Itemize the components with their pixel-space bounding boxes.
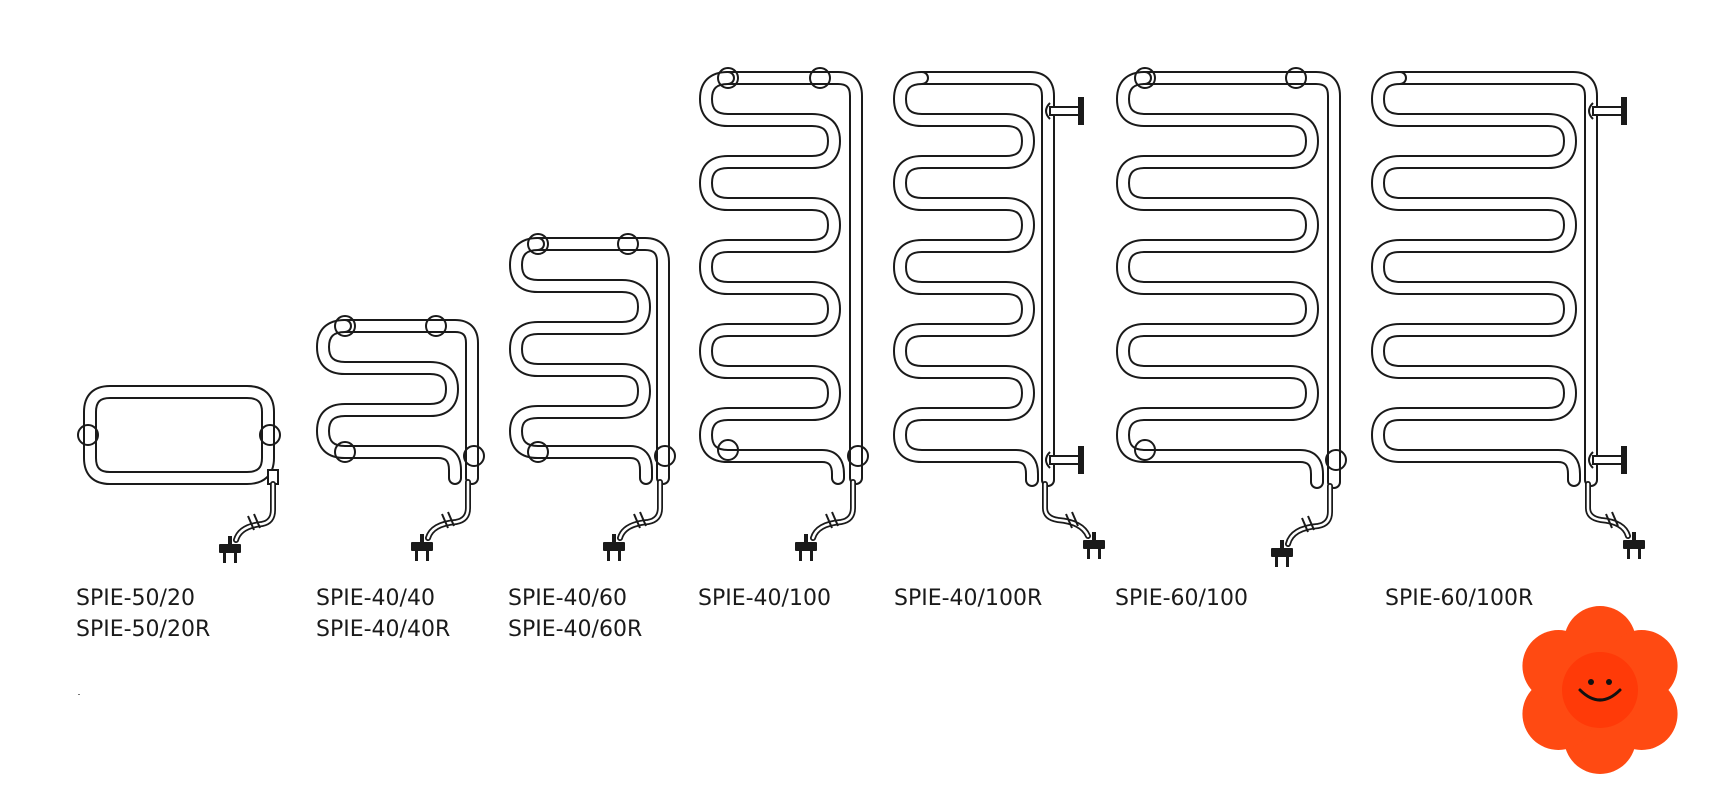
label-spie-40-100r: SPIE-40/100R: [894, 583, 1042, 614]
model-name: SPIE-50/20: [76, 586, 195, 611]
frame-tube: [83, 385, 275, 485]
serpentine-tube-inner: [1118, 73, 1322, 487]
power-cable-inner: [1586, 482, 1630, 538]
frame-tube-inner: [85, 387, 273, 483]
mount-ring: [425, 315, 447, 337]
power-cable-inner: [1043, 482, 1090, 538]
plug-icon: [219, 536, 241, 563]
wall-bracket: [1045, 97, 1084, 125]
serpentine-tube-inner: [511, 239, 651, 483]
mount-ring: [847, 445, 869, 467]
wall-bracket: [1588, 446, 1627, 474]
model-name: SPIE-40/100R: [894, 586, 1043, 611]
radiator-spie-50-20: [77, 385, 281, 563]
model-name: SPIE-50/20R: [76, 617, 211, 642]
side-riser-inner: [1395, 73, 1596, 485]
label-spie-50-20: SPIE-50/20 SPIE-50/20R: [76, 583, 210, 645]
mount-ring: [334, 441, 356, 463]
plug-icon: [795, 534, 817, 561]
label-spie-40-100: SPIE-40/100: [698, 583, 831, 614]
flower-eye-right: [1606, 679, 1612, 685]
mount-ring: [1325, 449, 1347, 471]
plug-icon: [1083, 532, 1105, 559]
serpentine-tube: [893, 71, 1039, 487]
radiator-spie-60-100: [1116, 67, 1347, 567]
mount-ring: [77, 424, 99, 446]
serpentine-tube-inner: [701, 73, 843, 483]
mount-ring: [717, 439, 739, 461]
serpentine-tube-inner: [1373, 73, 1579, 485]
mount-ring: [809, 67, 831, 89]
power-cable-inner: [426, 480, 470, 540]
mount-ring: [1134, 439, 1156, 461]
power-cable-inner: [618, 480, 662, 540]
model-name: SPIE-60/100: [1115, 586, 1248, 611]
power-cable-inner: [811, 480, 855, 540]
model-name: SPIE-40/40: [316, 586, 435, 611]
label-spie-40-40: SPIE-40/40 SPIE-40/40R: [316, 583, 450, 645]
serpentine-tube-inner: [318, 321, 460, 483]
power-cable-inner: [234, 482, 275, 542]
mount-ring: [334, 315, 356, 337]
plug-icon: [1271, 540, 1293, 567]
flower-center: [1562, 652, 1638, 728]
wall-bracket: [1588, 97, 1627, 125]
radiator-spie-40-100: [699, 67, 869, 561]
label-spie-40-60: SPIE-40/60 SPIE-40/60R: [508, 583, 642, 645]
mount-ring: [527, 441, 549, 463]
plug-icon: [603, 534, 625, 561]
plug-icon: [1623, 532, 1645, 559]
radiator-spie-60-100r: [1371, 71, 1645, 559]
mount-ring: [527, 233, 549, 255]
side-riser-inner: [340, 321, 477, 483]
side-riser-inner: [1140, 73, 1339, 487]
power-cable-inner: [1286, 484, 1332, 546]
flower-eye-left: [1588, 679, 1594, 685]
serpentine-tube: [1116, 71, 1324, 489]
model-name: SPIE-40/100: [698, 586, 831, 611]
side-riser-inner: [723, 73, 861, 483]
radiator-spie-40-40: [316, 315, 485, 561]
wall-bracket: [1045, 446, 1084, 474]
mount-ring: [717, 67, 739, 89]
plug-icon: [411, 534, 433, 561]
side-riser-inner: [917, 73, 1053, 485]
smiley-flower-logo: [1522, 606, 1678, 774]
label-spie-60-100r: SPIE-60/100R: [1385, 583, 1533, 614]
mount-ring: [259, 424, 281, 446]
model-name: SPIE-40/60: [508, 586, 627, 611]
mount-ring: [1285, 67, 1307, 89]
model-name: SPIE-40/60R: [508, 617, 643, 642]
mount-ring: [617, 233, 639, 255]
flower-smile: [1578, 688, 1622, 702]
mount-ring: [463, 445, 485, 467]
label-spie-60-100: SPIE-60/100: [1115, 583, 1248, 614]
serpentine-tube: [1371, 71, 1581, 487]
model-name: SPIE-40/40R: [316, 617, 451, 642]
side-riser-inner: [533, 239, 668, 483]
radiator-spie-40-100r: [893, 71, 1105, 559]
stray-dot: [78, 694, 80, 695]
serpentine-tube-inner: [895, 73, 1037, 485]
model-name: SPIE-60/100R: [1385, 586, 1534, 611]
mount-ring: [1134, 67, 1156, 89]
mount-ring: [654, 445, 676, 467]
radiator-spie-40-60: [509, 233, 676, 561]
